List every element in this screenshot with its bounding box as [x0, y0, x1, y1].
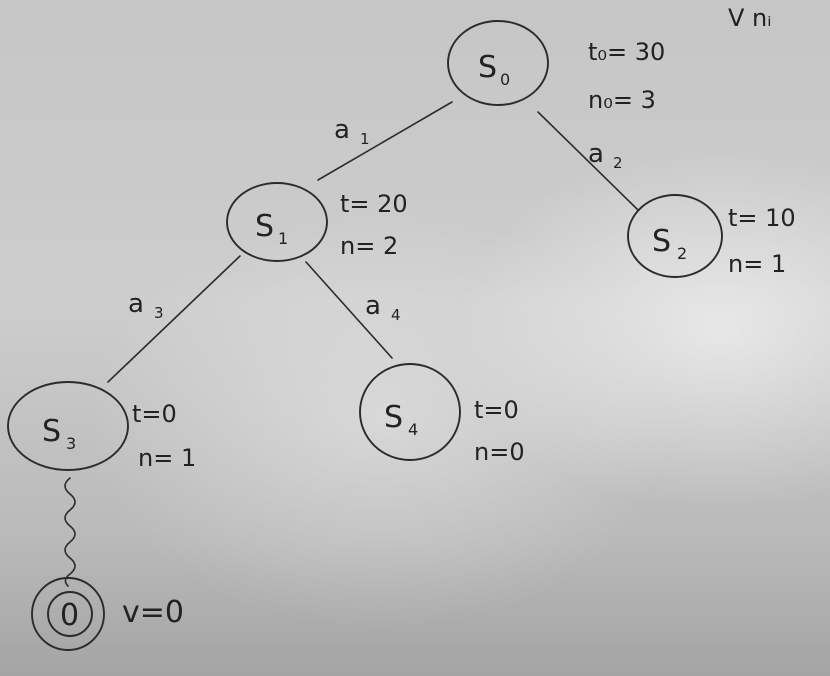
node-s2-label: S: [652, 224, 671, 259]
node-s3-subscript: 3: [66, 434, 76, 453]
s3-t-value: t=0: [132, 400, 177, 428]
node-s0-subscript: 0: [500, 70, 510, 89]
s1-t-value: t= 20: [340, 190, 408, 218]
s0-t-value: t₀= 30: [588, 38, 665, 66]
node-s4-subscript: 4: [408, 420, 418, 439]
corner-formula-fragment: V nᵢ: [728, 4, 772, 32]
svg-text:4: 4: [391, 306, 401, 324]
edge-label-a4: a 4: [365, 291, 401, 324]
s1-n-value: n= 2: [340, 232, 398, 260]
s4-n-value: n=0: [474, 438, 525, 466]
node-terminal-label: 0: [60, 598, 79, 633]
node-s3-label: S: [42, 414, 61, 449]
wavy-edge-s3-terminal: [64, 477, 76, 587]
edge-label-a2: a 2: [588, 139, 623, 172]
svg-text:1: 1: [360, 130, 370, 148]
svg-text:a: a: [365, 291, 381, 321]
svg-text:2: 2: [613, 154, 623, 172]
node-s4-label: S: [384, 400, 403, 435]
edge-s1-s4: [305, 261, 393, 359]
node-s4: S 4: [359, 363, 461, 461]
svg-text:a: a: [588, 139, 604, 169]
edge-label-a1: a 1: [334, 115, 370, 148]
node-s2-subscript: 2: [677, 244, 687, 263]
node-s0: S 0: [447, 20, 549, 106]
node-s0-label: S: [478, 50, 497, 85]
svg-text:3: 3: [154, 304, 164, 322]
terminal-v-value: v=0: [122, 595, 184, 630]
s2-n-value: n= 1: [728, 250, 786, 278]
s2-t-value: t= 10: [728, 204, 796, 232]
edge-s0-s1: [317, 101, 453, 181]
node-terminal: 0: [31, 577, 105, 651]
node-s2: S 2: [627, 194, 723, 278]
s0-n-value: n₀= 3: [588, 86, 656, 114]
node-s1-subscript: 1: [278, 229, 288, 248]
s4-t-value: t=0: [474, 396, 519, 424]
node-s1-label: S: [255, 209, 274, 244]
edge-s0-s2: [537, 111, 639, 211]
node-s3: S 3: [7, 381, 129, 471]
svg-text:a: a: [128, 289, 144, 319]
svg-text:a: a: [334, 115, 350, 145]
s3-n-value: n= 1: [138, 444, 196, 472]
node-s1: S 1: [226, 182, 328, 262]
edge-s1-s3: [107, 255, 241, 383]
edge-label-a3: a 3: [128, 289, 164, 322]
